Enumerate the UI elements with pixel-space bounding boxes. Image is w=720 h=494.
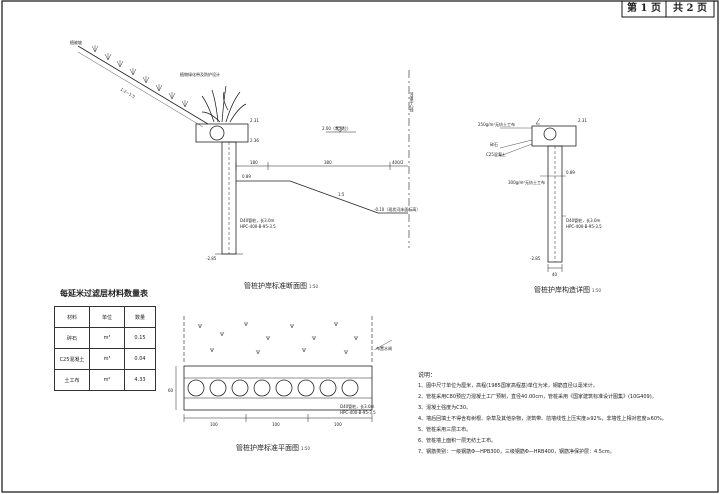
plan-title-text: 管桩护岸标准平面图	[236, 444, 299, 452]
label-dim-right: 380	[324, 160, 332, 165]
table-cell: m²	[89, 369, 125, 391]
label-pile-text-1: D40管桩，长3.0m	[240, 217, 275, 223]
label-elev-a: 2.36	[250, 138, 259, 143]
note-item: 6、管桩墙上面积一层无纺土工布。	[418, 438, 497, 444]
detail-title-scale: 1:50	[592, 288, 601, 293]
notes-block: 说明： 1、图中尺寸单位为厘米，高程(1985国家高程基)单位为米，钢筋直径以毫…	[418, 370, 718, 458]
label-slope-ratio: 1:2~1:5	[120, 87, 137, 100]
detail-label-top: 2.31	[578, 118, 587, 123]
reed-plants	[201, 85, 247, 123]
bank-slope-line	[77, 45, 209, 125]
table-cell: 土工布	[54, 369, 90, 391]
label-bed-bottom: -0.10（现状河床面标高）	[374, 206, 420, 212]
section-labels: 植被坡 1:2~1:5 植物绿化带及防护设计 2.00（常水位） 2.31 2.…	[70, 39, 420, 261]
table-cell: m³	[89, 348, 125, 370]
detail-label-pile-bottom: -2.85	[530, 256, 541, 261]
table-row: C25混凝土 m³ 0.04	[54, 348, 156, 370]
water-level-marker	[335, 126, 345, 133]
plan-label-callout: 布置水闸	[376, 345, 392, 351]
table-cell: 0.15	[124, 327, 156, 349]
plan-label-spacing-3: 100	[334, 422, 342, 427]
material-table: 材料 单位 数量 碎石 m³ 0.15 C25混凝土 m³ 0.04 土工布 m…	[54, 306, 156, 391]
plan-label-height: 60	[168, 388, 174, 393]
label-centerline: 河道中心线	[410, 91, 415, 112]
table-header-row: 材料 单位 数量	[54, 306, 156, 328]
table-cell: C25混凝土	[54, 348, 90, 370]
label-pile-text-2: HPC-400-B-95-3.5	[240, 224, 276, 229]
section-title-text: 管桩护岸标准断面图	[244, 282, 307, 290]
detail-label-pile-text-2: HPC-400-B-95-3.5	[566, 224, 602, 229]
table-header-cell: 数量	[124, 306, 156, 328]
section-title-scale: 1:50	[309, 284, 318, 289]
label-slope-top: 植被坡	[70, 39, 82, 45]
note-item: 5、管桩采用三层工布。	[418, 427, 472, 433]
label-bed-slope: 1:5	[338, 192, 345, 197]
plan-title-scale: 1:50	[301, 446, 310, 451]
label-water-level: 2.00（常水位）	[322, 125, 351, 131]
plan-label-spacing-1: 100	[210, 422, 218, 427]
detail-label-width: 40	[552, 272, 558, 277]
label-top-elev: 2.31	[250, 118, 259, 123]
table-cell: 4.33	[124, 369, 156, 391]
plan-drawing	[175, 316, 393, 422]
note-item: 3、混凝土强度为C30。	[418, 405, 472, 411]
table-header-cell: 单位	[89, 306, 125, 328]
detail-drawing	[499, 117, 577, 272]
label-pile-bottom: -2.85	[206, 256, 217, 261]
bank-slope-inner-line	[77, 51, 204, 128]
label-bed-elev: 0.89	[242, 174, 251, 179]
page-current: 第 1 页	[627, 3, 661, 14]
detail-label-gravel: 碎石	[490, 141, 498, 147]
detail-pile-cap	[531, 125, 577, 147]
note-item: 2、管桩采用C80预应力混凝土工厂预制，直径40.00cm，管桩采用《国家建筑标…	[418, 394, 657, 400]
table-cell: 碎石	[54, 327, 90, 349]
label-plants: 植物绿化带及防护设计	[180, 71, 220, 77]
plan-grass-symbols	[197, 321, 359, 355]
page-box-total	[665, 0, 715, 18]
plan-wall-band	[183, 365, 373, 411]
detail-label-geotex: 300g/m²无纺土工布	[508, 179, 545, 185]
table-row: 土工布 m² 4.33	[54, 369, 156, 391]
slope-grass	[91, 45, 189, 108]
label-dim-left: 180	[250, 160, 258, 165]
note-item: 1、图中尺寸单位为厘米，高程(1985国家高程基)单位为米，钢筋直径以毫米计。	[418, 383, 598, 389]
table-cell: 0.04	[124, 348, 156, 370]
table-cell: m³	[89, 327, 125, 349]
table-header-cell: 材料	[54, 306, 90, 328]
plan-labels: 布置水闸 100 100 100 60 D40管桩，长3.0m HPC-400-…	[168, 345, 392, 427]
note-item: 4、墙后回填土不得含有树根、杂草及其他杂物，浇筑带、前墙线性上压实度≥92%，非…	[418, 416, 667, 422]
table-row: 碎石 m³ 0.15	[54, 327, 156, 349]
detail-label-concrete: C25混凝土	[486, 151, 506, 157]
detail-title-text: 管桩护岸构造详图	[534, 286, 590, 294]
detail-label-mid-elev: 0.89	[566, 170, 575, 175]
plan-label-spacing-2: 100	[272, 422, 280, 427]
detail-drain-pipe	[543, 127, 557, 141]
notes-heading: 说明：	[418, 372, 437, 379]
detail-labels: 2.31 250g/m²无纺土工布 碎石 C25混凝土 0.89 300g/m²…	[478, 118, 602, 277]
plan-pile-row	[187, 379, 359, 397]
cross-section-drawing	[77, 45, 410, 255]
plan-label-pile-text-2: HPC-400-B-95-3.5	[340, 410, 376, 415]
drain-pipe	[209, 125, 225, 141]
pile-cap	[195, 123, 249, 143]
label-dim-end: 400/2	[392, 160, 404, 165]
detail-label-cap-note: 250g/m²无纺土工布	[478, 121, 515, 127]
plan-label-pile-text-1: D40管桩，长3.0m	[340, 403, 375, 409]
page-total: 共 2 页	[673, 3, 707, 14]
material-table-title: 每延米过滤层材料数量表	[60, 289, 148, 298]
note-item: 7、钢筋类别：一级钢筋Φ—HPB300，三级钢筋Φ—HRB400，钢筋净保护层：…	[418, 449, 615, 455]
detail-label-pile-text-1: D40管桩，长3.0m	[566, 217, 601, 223]
bed-slope-line	[289, 180, 379, 214]
